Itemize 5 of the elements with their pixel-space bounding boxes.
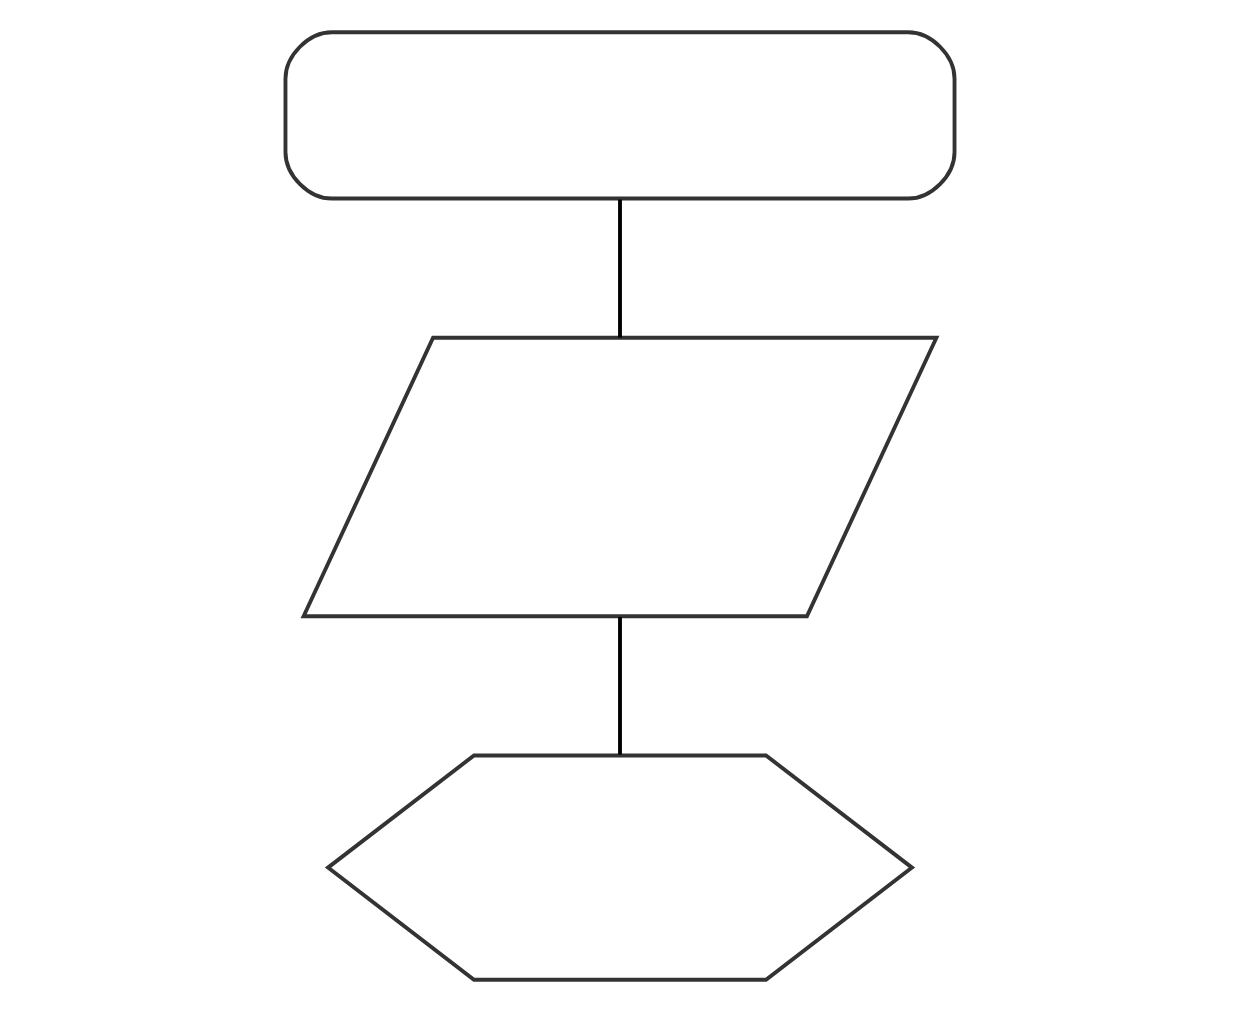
node-hexagon bbox=[324, 753, 916, 982]
connector bbox=[618, 616, 622, 755]
node-stadium bbox=[283, 30, 957, 201]
connector bbox=[618, 199, 622, 338]
node-parallelogram bbox=[300, 335, 940, 619]
